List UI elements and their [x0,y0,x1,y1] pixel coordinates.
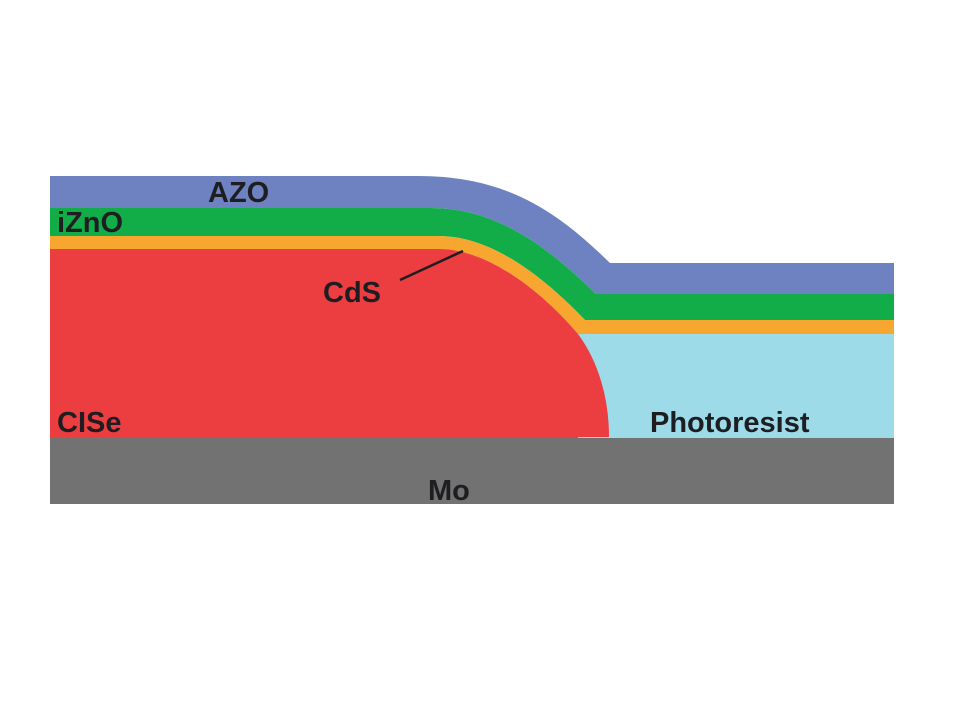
mo-label: Mo [428,475,470,507]
cds-label: CdS [323,277,381,309]
azo-layer [50,176,894,294]
photoresist-layer [578,334,894,438]
cise-layer [50,249,609,437]
cise-label: CISe [57,407,121,439]
azo-label: AZO [208,177,269,209]
mo-layer [50,437,894,504]
cds-layer [50,236,894,334]
izno-label: iZnO [57,207,123,239]
cds-leader-line [399,249,464,282]
photoresist-label: Photoresist [650,407,810,439]
